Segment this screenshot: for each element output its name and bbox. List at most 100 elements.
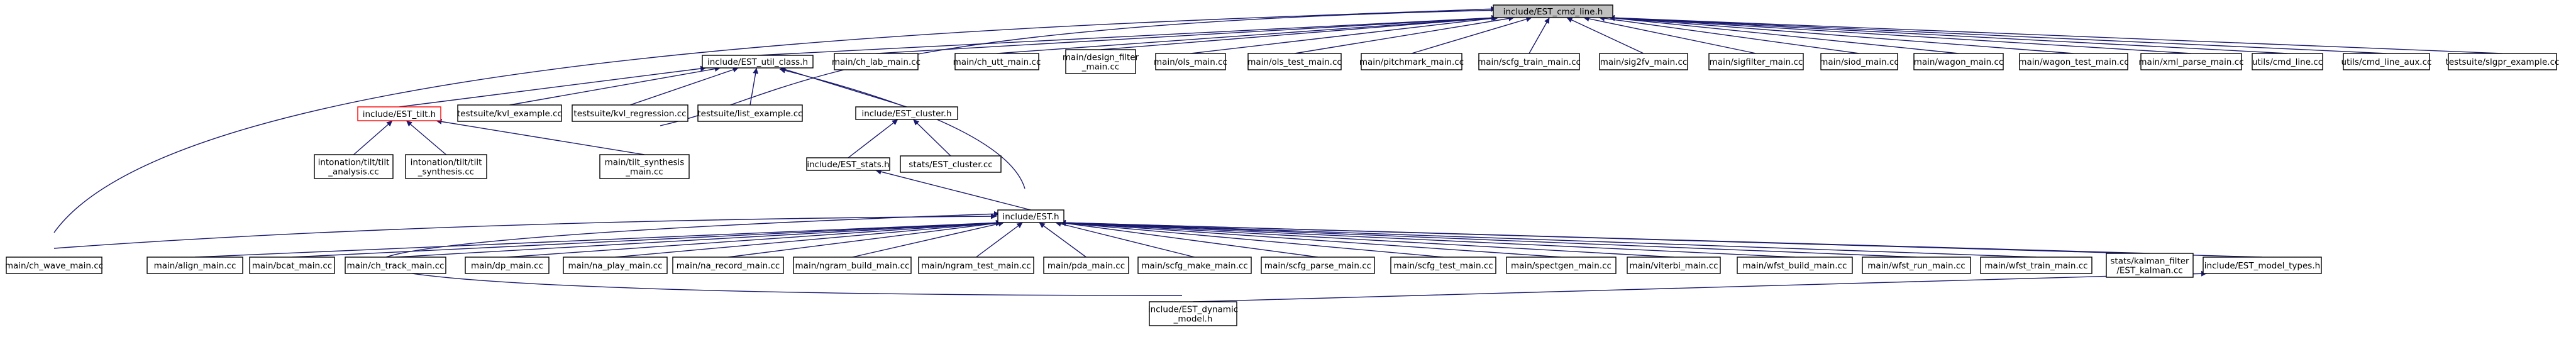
node-box [1247,53,1342,70]
graph-node[interactable]: main/wfst_run_main.cc [1862,256,1971,274]
graph-edge [913,119,951,157]
node-label: _synthesis.cc [417,167,474,177]
graph-node[interactable]: main/design_filter_main.cc [1063,49,1139,74]
node-label: main/wfst_build_main.cc [1743,261,1847,271]
graph-node[interactable]: main/ch_track_main.cc [345,256,446,274]
node-label: _main.cc [1081,62,1120,72]
graph-node[interactable]: main/scfg_train_main.cc [1478,53,1581,70]
node-label: main/siod_main.cc [1820,57,1899,67]
node-label: main/dp_main.cc [471,261,543,271]
graph-node[interactable]: main/scfg_make_main.cc [1137,256,1252,274]
node-label: main/spectgen_main.cc [1511,261,1611,271]
graph-node[interactable]: main/ch_lab_main.cc [832,53,920,70]
graph-node[interactable]: main/na_record_main.cc [672,256,784,274]
node-box [997,209,1064,223]
graph-node[interactable]: testsuite/slgpr_example.cc [2446,53,2560,70]
graph-node[interactable]: main/scfg_test_main.cc [1390,256,1496,274]
graph-node[interactable]: include/EST_tilt.h [357,106,441,121]
graph-edge [749,67,759,106]
graph-edge [399,65,707,108]
graph-edge [1608,14,2288,54]
node-label: main/sig2fv_main.cc [1600,57,1688,67]
graph-edge [1059,219,2263,258]
graph-edge [848,119,898,158]
graph-node[interactable]: main/wfst_build_main.cc [1737,256,1853,274]
node-label: main/wagon_test_main.cc [2018,57,2128,67]
graph-node[interactable]: main/spectgen_main.cc [1506,256,1617,274]
node-box [1627,256,1721,274]
graph-node[interactable]: include/EST_dynamic_model.h [1148,301,1238,326]
graph-node[interactable]: include/EST.h [997,209,1064,223]
graph-node[interactable]: testsuite/kvl_regression.cc [572,104,688,122]
graph-node[interactable]: main/ols_main.cc [1154,53,1227,70]
node-label: main/scfg_train_main.cc [1478,57,1581,67]
graph-edge [395,220,1002,258]
node-box [1478,53,1580,70]
node-label: main/ch_wave_main.cc [5,261,103,271]
graph-node[interactable]: main/tilt_synthesis_main.cc [599,154,690,179]
graph-node[interactable]: main/bcat_main.cc [249,256,335,274]
node-label: intonation/tilt/tilt [411,157,482,167]
graph-node[interactable]: main/wagon_test_main.cc [2018,53,2129,70]
graph-node[interactable]: main/wagon_main.cc [1913,53,2004,70]
graph-node[interactable]: include/EST_model_types.h [2203,256,2322,274]
graph-node[interactable]: main/siod_main.cc [1820,53,1899,70]
graph-edge [436,119,645,155]
graph-node[interactable]: utils/cmd_line.cc [2252,53,2323,70]
graph-node[interactable]: main/dp_main.cc [465,256,550,274]
graph-node[interactable]: include/EST_stats.h [806,157,890,171]
graph-node[interactable]: include/EST_cluster.h [855,106,958,120]
graph-node[interactable]: main/ch_utt_main.cc [953,53,1041,70]
graph-node[interactable]: main/pda_main.cc [1043,256,1129,274]
node-label: main/bcat_main.cc [252,261,332,271]
graph-node[interactable]: main/viterbi_main.cc [1627,256,1721,274]
graph-node[interactable]: main/ols_test_main.cc [1247,53,1342,70]
graph-node[interactable]: intonation/tilt/tilt_analysis.cc [314,154,394,179]
node-box [1708,53,1804,70]
graph-node[interactable]: stats/kalman_filter/EST_kalman.cc [2106,253,2194,278]
graph-edge [1059,219,2037,258]
node-label: include/EST_dynamic [1148,304,1238,314]
graph-node[interactable]: include/EST_cmd_line.h [1493,4,1613,18]
graph-edge [1608,15,2192,54]
node-box [1913,53,2004,70]
graph-node[interactable]: main/xml_parse_main.cc [2138,53,2244,70]
graph-node[interactable]: include/EST_util_class.h [702,55,814,69]
graph-edge [509,66,721,106]
node-label: main/xml_parse_main.cc [2138,57,2243,67]
node-label: /EST_kalman.cc [2116,265,2182,275]
graph-node[interactable]: main/ch_wave_main.cc [5,256,103,274]
node-box [6,256,102,274]
node-label: main/ch_lab_main.cc [832,57,920,67]
node-box [2106,253,2194,278]
node-box [2140,53,2242,70]
graph-node[interactable]: main/ngram_test_main.cc [918,256,1034,274]
node-box [2448,53,2557,70]
node-label: utils/cmd_line.cc [2252,57,2323,67]
graph-node[interactable]: main/na_play_main.cc [563,256,668,274]
graph-node[interactable]: testsuite/kvl_example.cc [457,104,562,122]
graph-node[interactable]: intonation/tilt/tilt_synthesis.cc [405,154,487,179]
node-box [1493,4,1613,18]
graph-edge [1059,220,1674,258]
node-label: include/EST_tilt.h [363,109,436,119]
graph-node[interactable]: main/ngram_build_main.cc [793,256,912,274]
node-label: include/EST_cluster.h [861,109,951,119]
graph-node[interactable]: main/wfst_train_main.cc [1980,256,2092,274]
graph-edge [1059,219,1917,258]
graph-node[interactable]: main/pitchmark_main.cc [1359,53,1464,70]
graph-node[interactable]: main/sigfilter_main.cc [1708,53,1804,70]
node-label: stats/kalman_filter [2110,256,2189,266]
graph-node[interactable]: stats/EST_cluster.cc [900,155,1002,173]
graph-node[interactable]: main/scfg_parse_main.cc [1261,256,1375,274]
node-label: include/EST.h [1002,212,1059,222]
graph-node[interactable]: testsuite/list_example.cc [697,104,803,122]
node-label: _analysis.cc [328,167,379,177]
node-box [1043,256,1129,274]
graph-node[interactable]: main/align_main.cc [146,256,243,274]
node-box [357,106,441,121]
graph-edge [53,213,997,249]
graph-node[interactable]: main/sig2fv_main.cc [1599,53,1688,70]
graph-node[interactable]: utils/cmd_line_aux.cc [2341,53,2432,70]
node-box [1155,53,1226,70]
